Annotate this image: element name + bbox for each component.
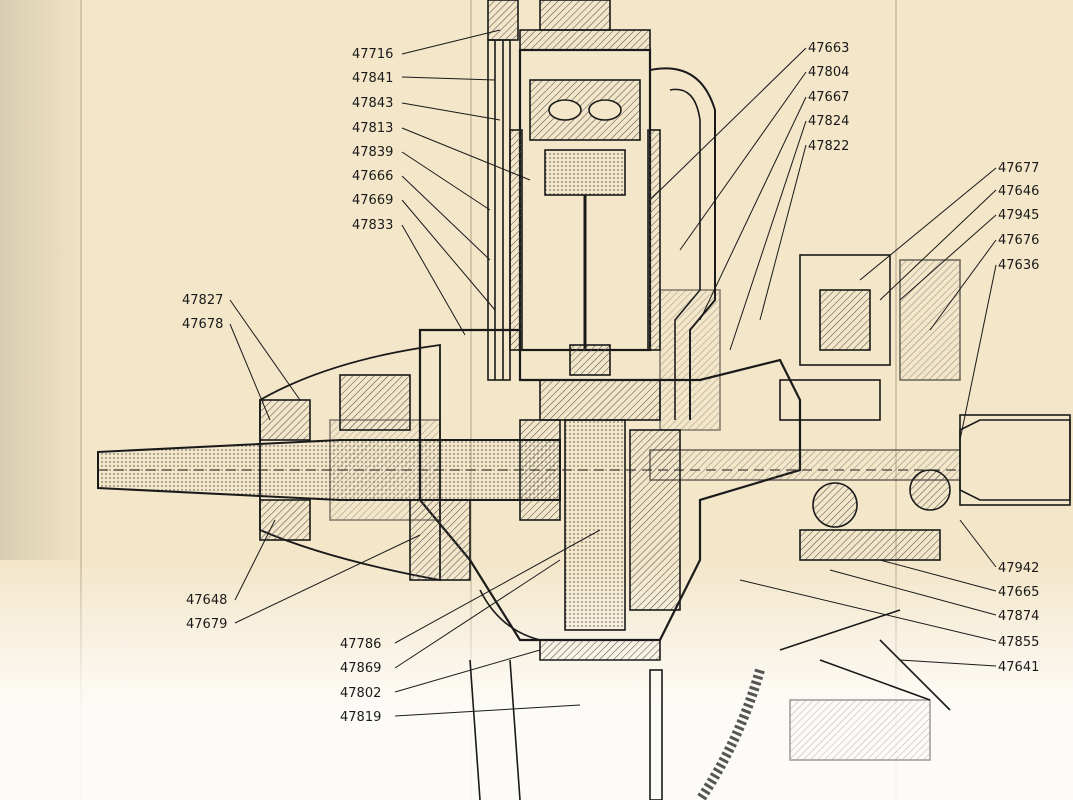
- part-label: 47841: [352, 71, 393, 86]
- part-label: 47786: [340, 637, 381, 652]
- part-label: 47641: [998, 660, 1039, 675]
- page-fold-right: [895, 0, 897, 800]
- lower-linkage: [469, 609, 951, 800]
- part-label: 47663: [808, 41, 849, 56]
- valve-gear-top: [487, 0, 651, 381]
- part-label: 47869: [340, 661, 381, 676]
- propeller-shaft: [97, 419, 981, 521]
- part-label: 47942: [998, 561, 1039, 576]
- leader-lines: [229, 29, 997, 717]
- part-label: 47646: [998, 184, 1039, 199]
- part-label: 47804: [808, 65, 849, 80]
- crankcase: [418, 328, 802, 661]
- intake-pipe: [649, 67, 721, 431]
- part-label: 47819: [340, 710, 381, 725]
- page-fold-center: [470, 0, 472, 800]
- part-label: 47677: [998, 161, 1039, 176]
- cylinder: [509, 48, 661, 376]
- paper-shadow: [0, 0, 80, 560]
- part-label: 47833: [352, 218, 393, 233]
- part-label: 47669: [352, 193, 393, 208]
- part-label: 47813: [352, 121, 393, 136]
- part-label: 47822: [808, 139, 849, 154]
- part-label: 47667: [808, 90, 849, 105]
- part-label: 47679: [186, 617, 227, 632]
- part-label: 47843: [352, 96, 393, 111]
- part-label: 47665: [998, 585, 1039, 600]
- accessory-gearbox: [779, 254, 1071, 561]
- part-label: 47802: [340, 686, 381, 701]
- part-label: 47839: [352, 145, 393, 160]
- part-label: 47666: [352, 169, 393, 184]
- part-label: 47636: [998, 258, 1039, 273]
- engine-drawing: [97, 0, 1071, 800]
- part-label: 47874: [998, 609, 1039, 624]
- part-label: 47827: [182, 293, 223, 308]
- part-label: 47716: [352, 47, 393, 62]
- part-label: 47678: [182, 317, 223, 332]
- part-label: 47648: [186, 593, 227, 608]
- part-label: 47824: [808, 114, 849, 129]
- part-label: 47676: [998, 233, 1039, 248]
- part-label: 47945: [998, 208, 1039, 223]
- part-label: 47855: [998, 635, 1039, 650]
- part-number-labels: 47716 47841 47843 47813 47839 47666 4766…: [182, 41, 1039, 725]
- page-fold-left: [80, 0, 82, 800]
